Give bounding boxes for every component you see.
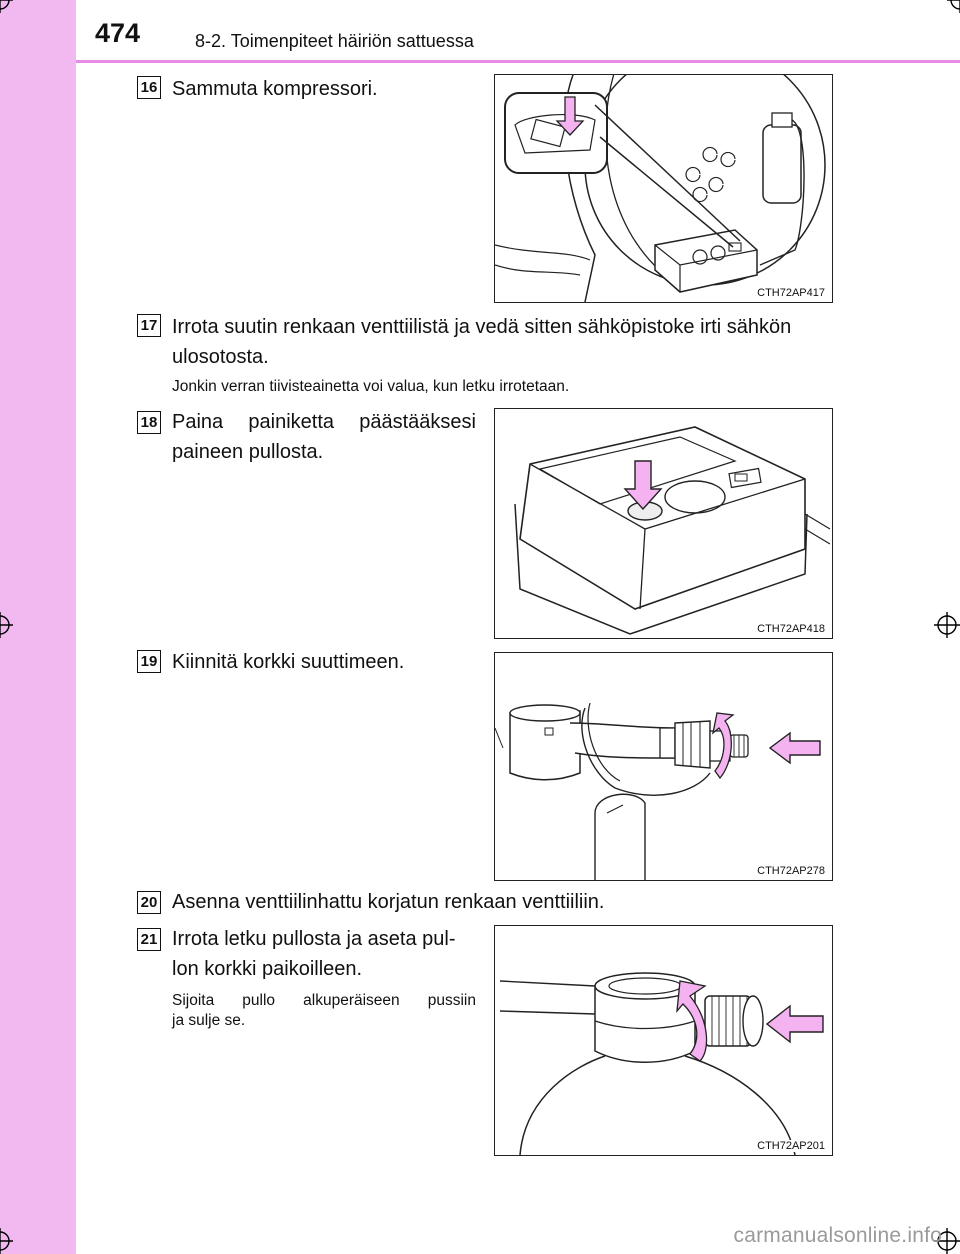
step-text-line: Irrota letku pullosta ja aseta pul- xyxy=(172,928,456,950)
step-note: Sijoita pullo alkuperäiseen pussiin ja s… xyxy=(172,991,476,1031)
step-text-line: lon korkki paikoilleen. xyxy=(172,958,363,980)
figure-compressor-switch: CTH72AP417 xyxy=(494,74,833,303)
step-number: 18 xyxy=(137,411,161,434)
registration-mark-icon xyxy=(0,0,13,13)
registration-mark-icon xyxy=(0,612,13,638)
compressor-button-illustration xyxy=(514,426,831,635)
step-text: Irrota letku pullosta ja aseta pul- lon … xyxy=(172,924,476,984)
step-note: Jonkin verran tiivisteainetta voi valua,… xyxy=(172,378,570,395)
step-text-line: paineen pullosta. xyxy=(172,441,324,463)
figure-code: CTH72AP201 xyxy=(755,1140,827,1152)
figure-attach-cap: CTH72AP278 xyxy=(494,652,833,881)
figure-pressure-release-button: CTH72AP418 xyxy=(494,408,833,639)
registration-mark-icon xyxy=(934,612,960,638)
section-title: 8-2. Toimenpiteet häiriön sattuessa xyxy=(195,31,474,51)
nozzle-cap-illustration xyxy=(495,702,821,880)
step-number: 20 xyxy=(137,891,161,914)
step-text: Paina painiketta päästääksesi paineen pu… xyxy=(172,407,476,467)
step-note-line: Sijoita pullo alkuperäiseen pussiin xyxy=(172,992,476,1009)
compressor-illustration xyxy=(495,75,826,302)
registration-mark-icon xyxy=(934,1228,960,1254)
step-text-line: ulosotosta. xyxy=(172,346,269,368)
page-number: 474 xyxy=(95,18,141,48)
step-text: Kiinnitä korkki suuttimeen. xyxy=(172,651,405,673)
step-number: 21 xyxy=(137,928,161,951)
figure-code: CTH72AP417 xyxy=(755,287,827,299)
step-note-line: ja sulje se. xyxy=(172,1012,246,1029)
step-number: 16 xyxy=(137,76,161,99)
step-text-line: Irrota suutin renkaan venttiilistä ja ve… xyxy=(172,316,792,338)
chapter-side-tab xyxy=(0,0,76,1254)
header-rule xyxy=(76,60,960,63)
step-text: Sammuta kompressori. xyxy=(172,78,378,100)
registration-mark-icon xyxy=(0,1228,13,1254)
watermark: carmanualsonline.info xyxy=(733,1224,942,1247)
step-text: Irrota suutin renkaan venttiilistä ja ve… xyxy=(172,312,842,372)
figure-code: CTH72AP418 xyxy=(755,623,827,635)
step-number: 19 xyxy=(137,650,161,673)
step-text-line: Paina painiketta päästääksesi xyxy=(172,411,476,433)
step-text: Asenna venttiilinhattu korjatun renkaan … xyxy=(172,891,605,913)
bottle-cap-illustration xyxy=(499,972,824,1155)
registration-mark-icon xyxy=(947,0,960,13)
figure-bottle-cap: CTH72AP201 xyxy=(494,925,833,1156)
step-number: 17 xyxy=(137,314,161,337)
figure-code: CTH72AP278 xyxy=(755,865,827,877)
